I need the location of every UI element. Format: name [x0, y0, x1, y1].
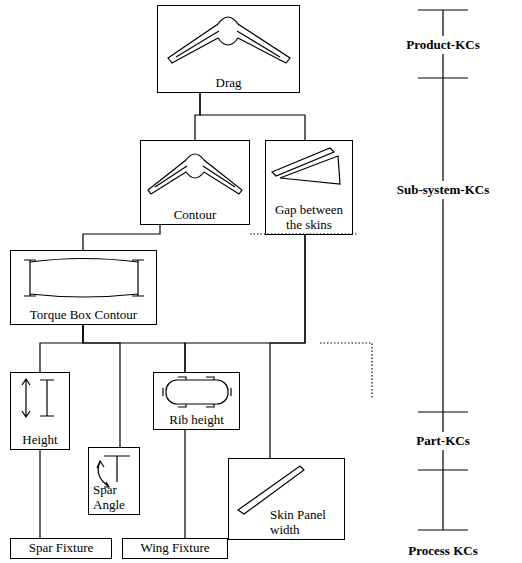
spar-t — [104, 456, 130, 482]
tree-connector — [83, 225, 160, 250]
level-ruler — [418, 10, 468, 530]
part-kc-box: Height — [10, 372, 70, 450]
spar-section — [40, 380, 54, 416]
tree-connector — [83, 325, 185, 372]
level-label: Process KCs — [405, 542, 480, 560]
subsystem-kc-box: Contour — [140, 140, 250, 225]
wing-planform — [168, 17, 290, 63]
skin-panel-shape — [238, 466, 304, 514]
tree-connector — [39, 450, 40, 538]
wing-inner-line — [176, 31, 280, 57]
node-text: Height — [22, 433, 57, 447]
node-text: Torque Box Contour — [30, 308, 137, 322]
height-arrow — [22, 379, 30, 417]
wing-contour — [148, 154, 242, 194]
node-text: Contour — [174, 208, 217, 222]
rib-outline — [166, 380, 228, 404]
tree-connector — [270, 235, 305, 458]
wing-contour-inner — [155, 166, 235, 187]
part-kc-box: Spar Angle — [88, 447, 140, 515]
level-label: Product-KCs — [403, 36, 482, 54]
node-text: Spar Fixture — [29, 541, 94, 555]
node-text: Spar Angle — [93, 483, 135, 512]
subsystem-kc-box: Gap between the skins — [265, 140, 353, 235]
rib-tabs — [163, 377, 231, 407]
node-text: Gap between the skins — [270, 203, 348, 232]
subsystem-kc-box: Torque Box Contour — [10, 250, 157, 325]
part-kc-box: Skin Panel width — [228, 458, 345, 540]
tree-connector — [184, 430, 185, 538]
tree-connector — [200, 93, 305, 140]
part-kc-box: Rib height — [153, 372, 240, 430]
tree-connector — [185, 235, 305, 372]
tree-connector — [195, 93, 200, 140]
process-kc-box: Wing Fixture — [122, 538, 228, 559]
node-text: Drag — [216, 76, 242, 90]
level-label: Part-KCs — [413, 432, 472, 450]
process-kc-box: Spar Fixture — [10, 538, 112, 559]
node-text: Rib height — [169, 413, 224, 427]
dotted-line — [250, 234, 372, 398]
skin-panels — [272, 148, 340, 184]
tree-connector — [40, 325, 83, 372]
level-label: Sub-system-KCs — [394, 181, 492, 199]
product-kc-box: Drag — [157, 5, 300, 93]
node-text: Skin Panel width — [270, 508, 340, 537]
node-text: Wing Fixture — [140, 541, 209, 555]
torque-box — [24, 259, 144, 298]
